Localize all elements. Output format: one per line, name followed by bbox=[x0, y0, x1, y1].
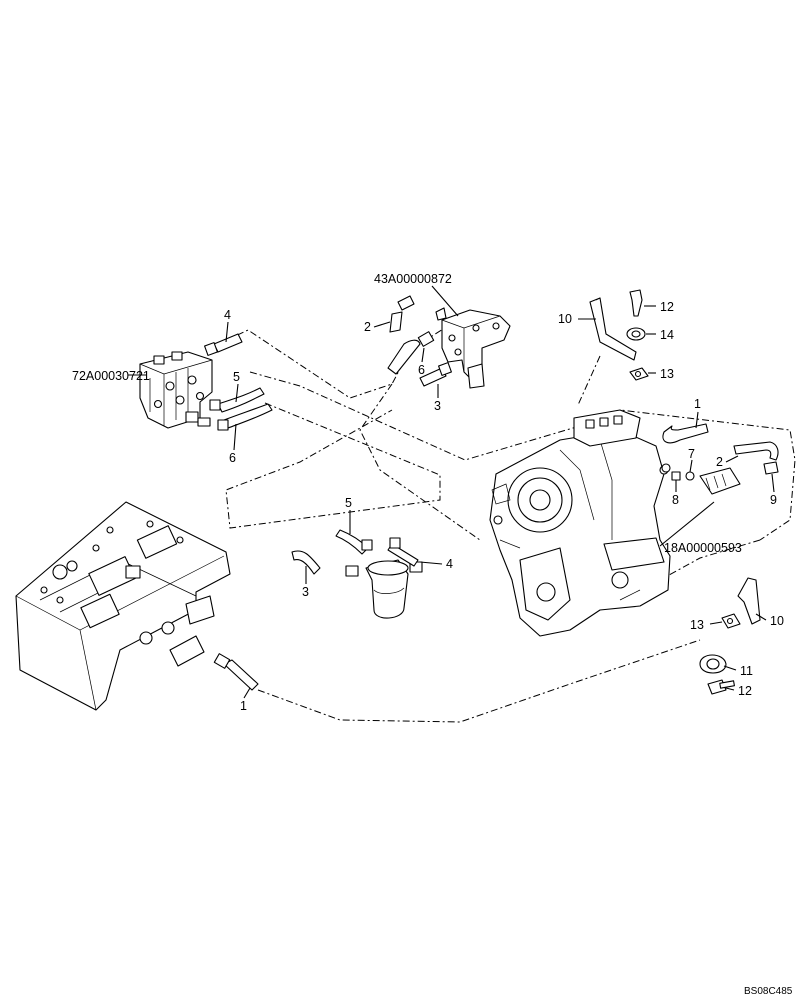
callout-4-lower: 4 bbox=[446, 557, 453, 571]
label-transmission: 18A00000593 bbox=[664, 541, 742, 555]
bracket-lower bbox=[699, 577, 761, 695]
routing-lines bbox=[209, 311, 796, 723]
callout-14: 14 bbox=[660, 328, 674, 342]
callout-13-upper: 13 bbox=[660, 367, 674, 381]
callout-2-upper: 2 bbox=[364, 320, 371, 334]
hose-1-lower bbox=[213, 653, 259, 691]
callout-5-lower: 5 bbox=[345, 496, 352, 510]
callout-4-upper: 4 bbox=[224, 308, 231, 322]
pressure-filter bbox=[291, 529, 423, 619]
pump-valve-assembly bbox=[397, 295, 511, 389]
callout-9: 9 bbox=[770, 493, 777, 507]
callout-12-lower: 12 bbox=[738, 684, 752, 698]
callout-5-upper: 5 bbox=[233, 370, 240, 384]
callout-6-middle: 6 bbox=[418, 363, 425, 377]
callout-3-lower: 3 bbox=[302, 585, 309, 599]
leader-lines bbox=[128, 285, 775, 699]
callout-11: 11 bbox=[740, 664, 753, 678]
hoses-3-6-middle bbox=[417, 331, 452, 387]
drawing-reference: BS08C485 bbox=[744, 986, 793, 997]
callout-10-lower: 10 bbox=[770, 614, 784, 628]
hydraulic-tank bbox=[15, 501, 231, 711]
callout-3-middle: 3 bbox=[434, 399, 441, 413]
label-pump-valve: 43A00000872 bbox=[374, 272, 452, 286]
callout-8: 8 bbox=[672, 493, 679, 507]
callout-1-lower: 1 bbox=[240, 699, 247, 713]
label-control-valve: 72A00030721 bbox=[72, 369, 150, 383]
hoses-5-6-upper bbox=[209, 387, 273, 431]
callout-2-right: 2 bbox=[716, 455, 723, 469]
callout-1-upper: 1 bbox=[694, 397, 701, 411]
callout-7: 7 bbox=[688, 447, 695, 461]
hose-2-upper bbox=[387, 311, 421, 375]
hose-4-upper bbox=[204, 333, 243, 356]
callout-6-upper: 6 bbox=[229, 451, 236, 465]
callout-12-upper: 12 bbox=[660, 300, 674, 314]
transmission-hoses bbox=[661, 423, 779, 495]
callout-10-upper: 10 bbox=[558, 312, 572, 326]
callout-13-lower: 13 bbox=[690, 618, 704, 632]
control-valve-block bbox=[139, 351, 213, 429]
transmission-assembly bbox=[489, 409, 671, 637]
bracket-upper bbox=[589, 289, 649, 381]
